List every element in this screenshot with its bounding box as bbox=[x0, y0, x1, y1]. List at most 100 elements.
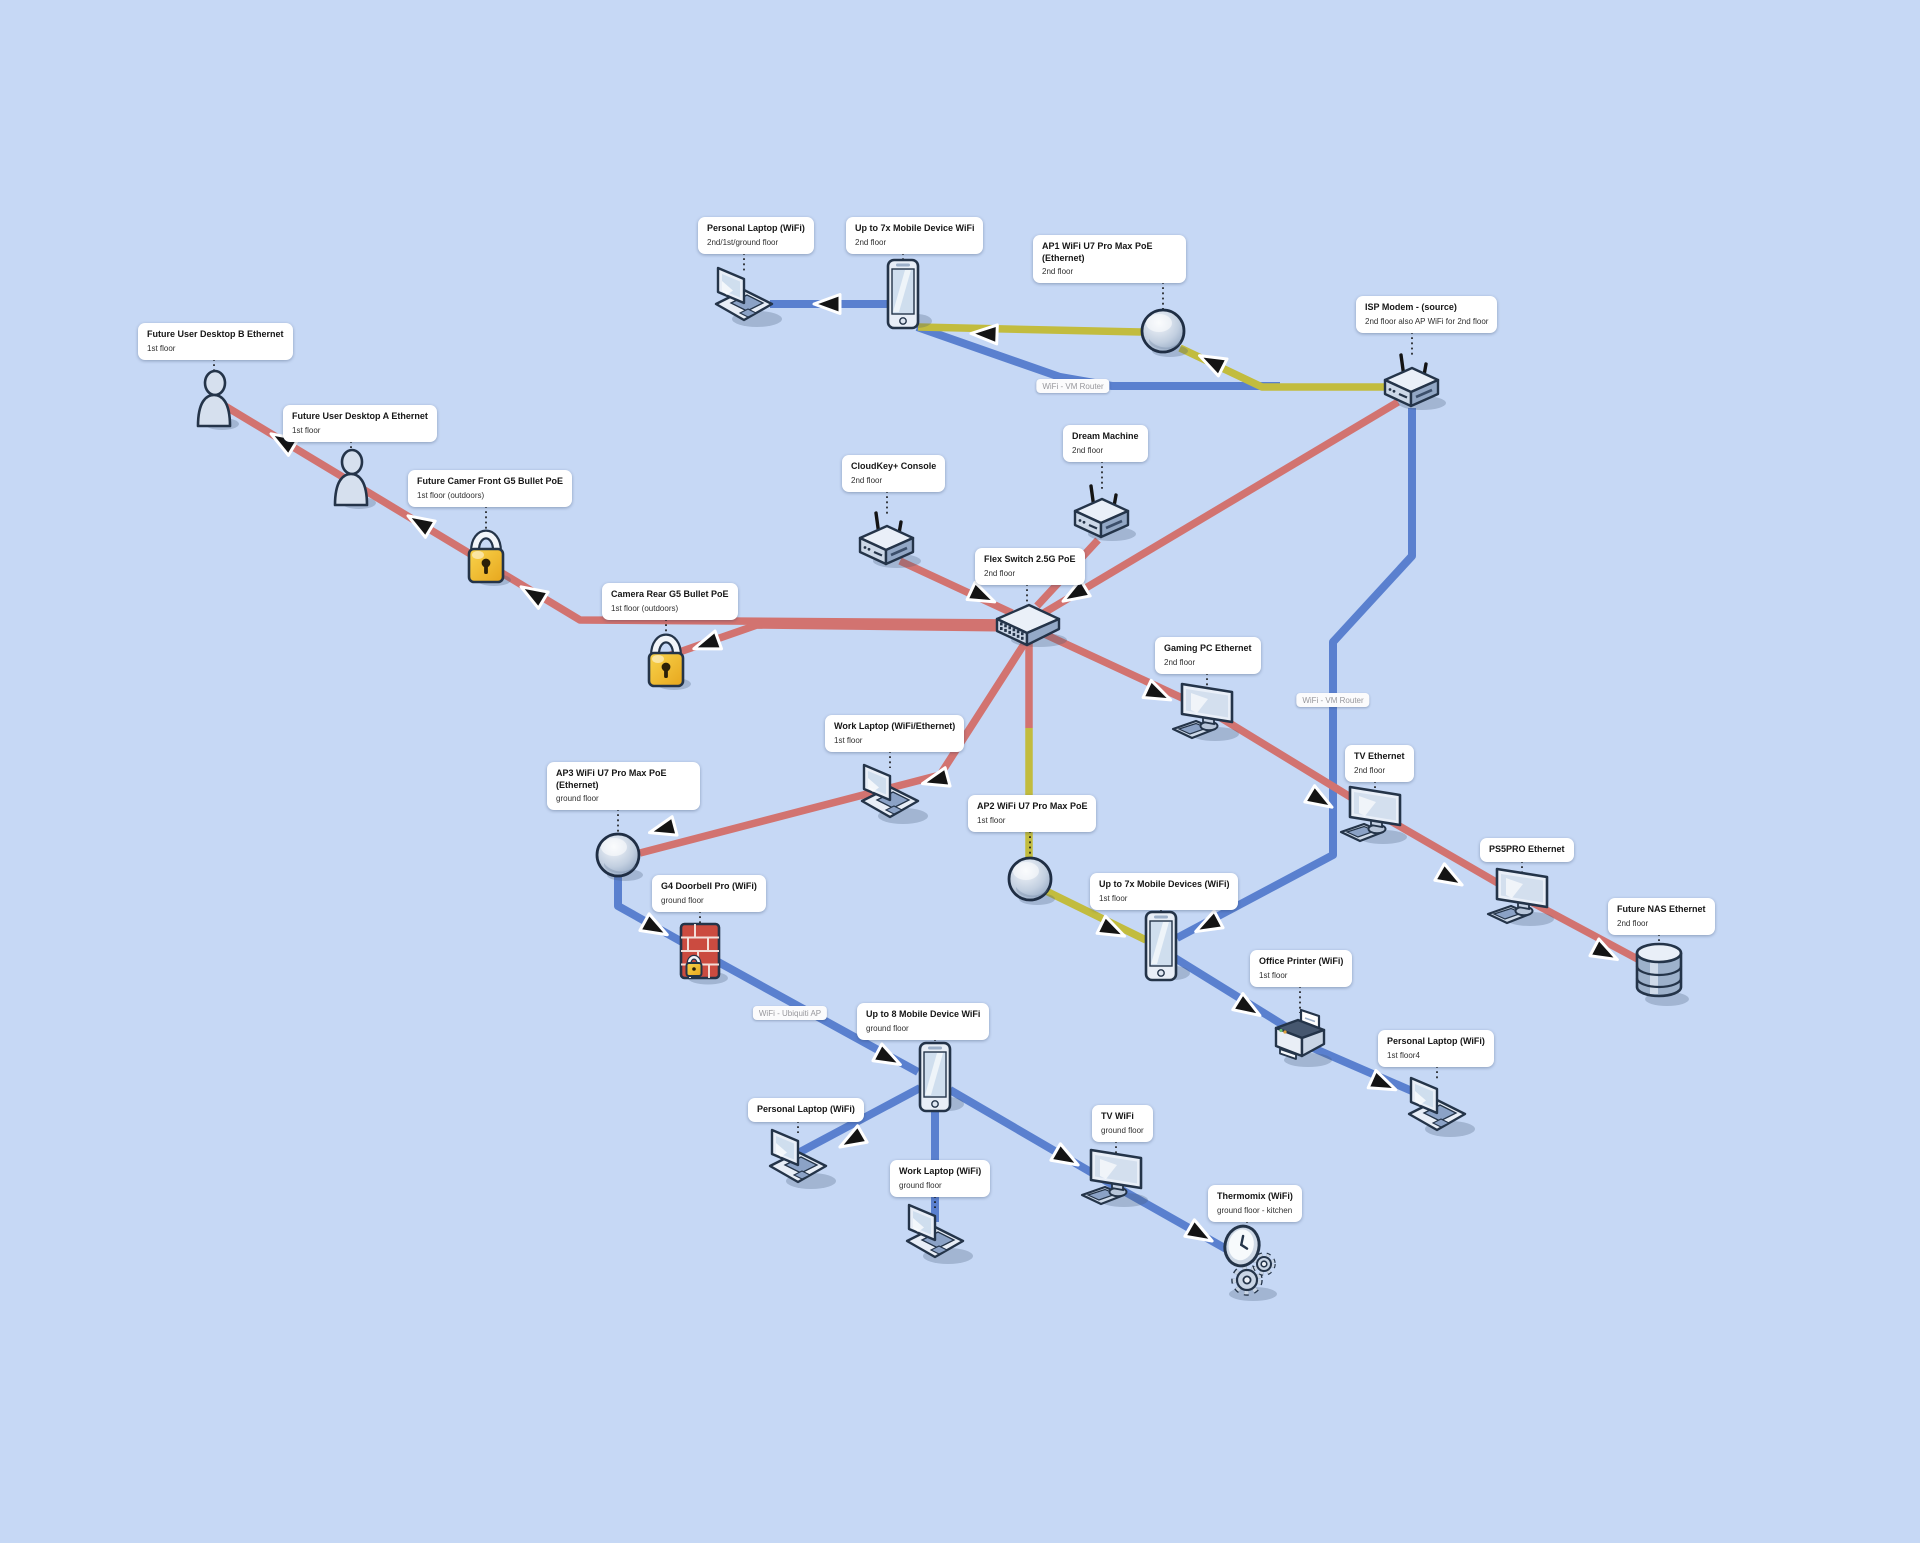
node-label-work-laptop-1st[interactable]: Work Laptop (WiFi/Ethernet)1st floor bbox=[825, 715, 965, 752]
edge-phone8-tv-thermomix bbox=[947, 1086, 1230, 1254]
flow-arrow-icon bbox=[519, 585, 550, 610]
arrow-layer bbox=[269, 293, 1619, 1243]
node-label-personal-laptop-2nd[interactable]: Personal Laptop (WiFi)2nd/1st/ground flo… bbox=[698, 217, 814, 254]
edge-switch-gaming-tv-ps5-nas bbox=[1038, 628, 1647, 967]
router-icon[interactable] bbox=[1073, 484, 1136, 541]
firewall-icon[interactable] bbox=[679, 922, 728, 985]
node-label-personal-laptop-ground[interactable]: Personal Laptop (WiFi) bbox=[748, 1098, 864, 1122]
person-icon[interactable] bbox=[196, 369, 239, 430]
node-label-mobile-7x-1st[interactable]: Up to 7x Mobile Devices (WiFi)1st floor bbox=[1090, 873, 1239, 910]
flow-arrow-icon bbox=[1433, 862, 1464, 887]
sphere-icon[interactable] bbox=[1140, 308, 1188, 357]
person-icon[interactable] bbox=[333, 448, 376, 509]
node-title: G4 Doorbell Pro (WiFi) bbox=[661, 881, 757, 891]
node-subtitle: 1st floor bbox=[977, 815, 1006, 825]
node-subtitle: 1st floor bbox=[1099, 893, 1128, 903]
switch-icon[interactable] bbox=[995, 603, 1067, 647]
node-label-ap3[interactable]: AP3 WiFi U7 Pro Max PoE (Ethernet)ground… bbox=[547, 762, 700, 811]
flow-arrow-icon bbox=[920, 766, 952, 788]
edge-isp-switch bbox=[1030, 398, 1400, 624]
monitor-icon[interactable] bbox=[1486, 867, 1554, 926]
laptop-icon[interactable] bbox=[905, 1203, 973, 1264]
node-label-ps5pro[interactable]: PS5PRO Ethernet bbox=[1480, 838, 1574, 862]
node-label-personal-laptop-1st[interactable]: Personal Laptop (WiFi) 1st floor4 bbox=[1378, 1030, 1494, 1067]
node-title: Up to 8 Mobile Device WiFi bbox=[866, 1009, 981, 1019]
node-title: Flex Switch 2.5G PoE bbox=[984, 554, 1076, 564]
flow-arrow-icon bbox=[1183, 1218, 1214, 1243]
node-label-thermomix[interactable]: Thermomix (WiFi)ground floor - kitchen bbox=[1208, 1185, 1302, 1222]
flow-arrow-icon bbox=[969, 323, 999, 346]
monitor-icon[interactable] bbox=[1171, 682, 1239, 741]
node-subtitle: 2nd floor bbox=[855, 237, 887, 247]
node-title: Work Laptop (WiFi) bbox=[899, 1166, 982, 1176]
node-subtitle: ground floor bbox=[1101, 1125, 1144, 1135]
flow-arrow-icon bbox=[692, 629, 724, 651]
node-title: Personal Laptop (WiFi) bbox=[707, 223, 805, 233]
flow-arrow-icon bbox=[647, 815, 679, 837]
edge-isp-phone2 bbox=[915, 323, 1280, 390]
flow-arrow-icon bbox=[1095, 914, 1127, 938]
router-icon[interactable] bbox=[1383, 353, 1446, 410]
node-title: ISP Modem - (source) bbox=[1365, 302, 1457, 312]
node-title: Thermomix (WiFi) bbox=[1217, 1191, 1293, 1201]
flow-arrow-icon bbox=[1588, 937, 1619, 962]
node-label-office-printer[interactable]: Office Printer (WiFi)1st floor bbox=[1250, 950, 1353, 987]
edge-cloudkey-switch bbox=[898, 557, 1014, 617]
edge-printer-laptop1 bbox=[1311, 1044, 1430, 1102]
node-subtitle: 1st floor bbox=[292, 425, 321, 435]
node-label-g4-doorbell[interactable]: G4 Doorbell Pro (WiFi) ground floor bbox=[652, 875, 766, 912]
monitor-icon[interactable] bbox=[1080, 1148, 1148, 1207]
node-title: Dream Machine bbox=[1072, 431, 1139, 441]
node-title: TV WiFi bbox=[1101, 1111, 1134, 1121]
node-label-ap2[interactable]: AP2 WiFi U7 Pro Max PoE 1st floor bbox=[968, 795, 1097, 832]
node-label-isp-modem[interactable]: ISP Modem - (source)2nd floor also AP Wi… bbox=[1356, 296, 1498, 333]
laptop-icon[interactable] bbox=[860, 763, 928, 824]
phone-icon[interactable] bbox=[1144, 910, 1190, 982]
padlock-icon[interactable] bbox=[467, 529, 511, 587]
padlock-icon[interactable] bbox=[647, 633, 691, 691]
node-title: Personal Laptop (WiFi) bbox=[757, 1104, 855, 1114]
thermomix-icon[interactable] bbox=[1221, 1223, 1277, 1301]
phone-icon[interactable] bbox=[886, 258, 932, 330]
node-title: Future Camer Front G5 Bullet PoE bbox=[417, 476, 564, 486]
laptop-icon[interactable] bbox=[768, 1128, 836, 1189]
node-title: Up to 7x Mobile Device WiFi bbox=[855, 223, 975, 233]
laptop-icon[interactable] bbox=[1407, 1076, 1475, 1137]
phone-icon[interactable] bbox=[918, 1041, 964, 1113]
node-title: Personal Laptop (WiFi) bbox=[1387, 1036, 1485, 1046]
node-label-ap1[interactable]: AP1 WiFi U7 Pro Max PoE (Ethernet)2nd fl… bbox=[1033, 235, 1186, 284]
node-label-mobile-7x-2nd[interactable]: Up to 7x Mobile Device WiFi 2nd floor bbox=[846, 217, 984, 254]
node-subtitle: ground floor bbox=[661, 895, 704, 905]
edge-label: WiFi - VM Router bbox=[1036, 379, 1110, 393]
node-title: AP3 WiFi U7 Pro Max PoE (Ethernet) bbox=[556, 768, 667, 790]
node-label-work-laptop-ground[interactable]: Work Laptop (WiFi)ground floor bbox=[890, 1160, 991, 1197]
laptop-icon[interactable] bbox=[714, 266, 782, 327]
node-title: AP2 WiFi U7 Pro Max PoE bbox=[977, 801, 1088, 811]
node-subtitle: 1st floor4 bbox=[1387, 1050, 1420, 1060]
database-icon[interactable] bbox=[1635, 942, 1689, 1006]
monitor-icon[interactable] bbox=[1339, 785, 1407, 844]
flow-arrow-icon bbox=[1049, 1142, 1080, 1167]
flow-arrow-icon bbox=[638, 912, 669, 937]
printer-icon[interactable] bbox=[1274, 1008, 1332, 1067]
edge-ap2-phone1 bbox=[1038, 884, 1148, 944]
router-icon[interactable] bbox=[858, 511, 921, 568]
edge-switch-camfront-desktops bbox=[213, 396, 1021, 627]
node-label-tv-wifi[interactable]: TV WiFi ground floor bbox=[1092, 1105, 1153, 1142]
flow-arrow-icon bbox=[1141, 678, 1173, 702]
flow-arrow-icon bbox=[1303, 784, 1334, 809]
sphere-icon[interactable] bbox=[1007, 856, 1055, 905]
sphere-icon[interactable] bbox=[595, 832, 643, 881]
